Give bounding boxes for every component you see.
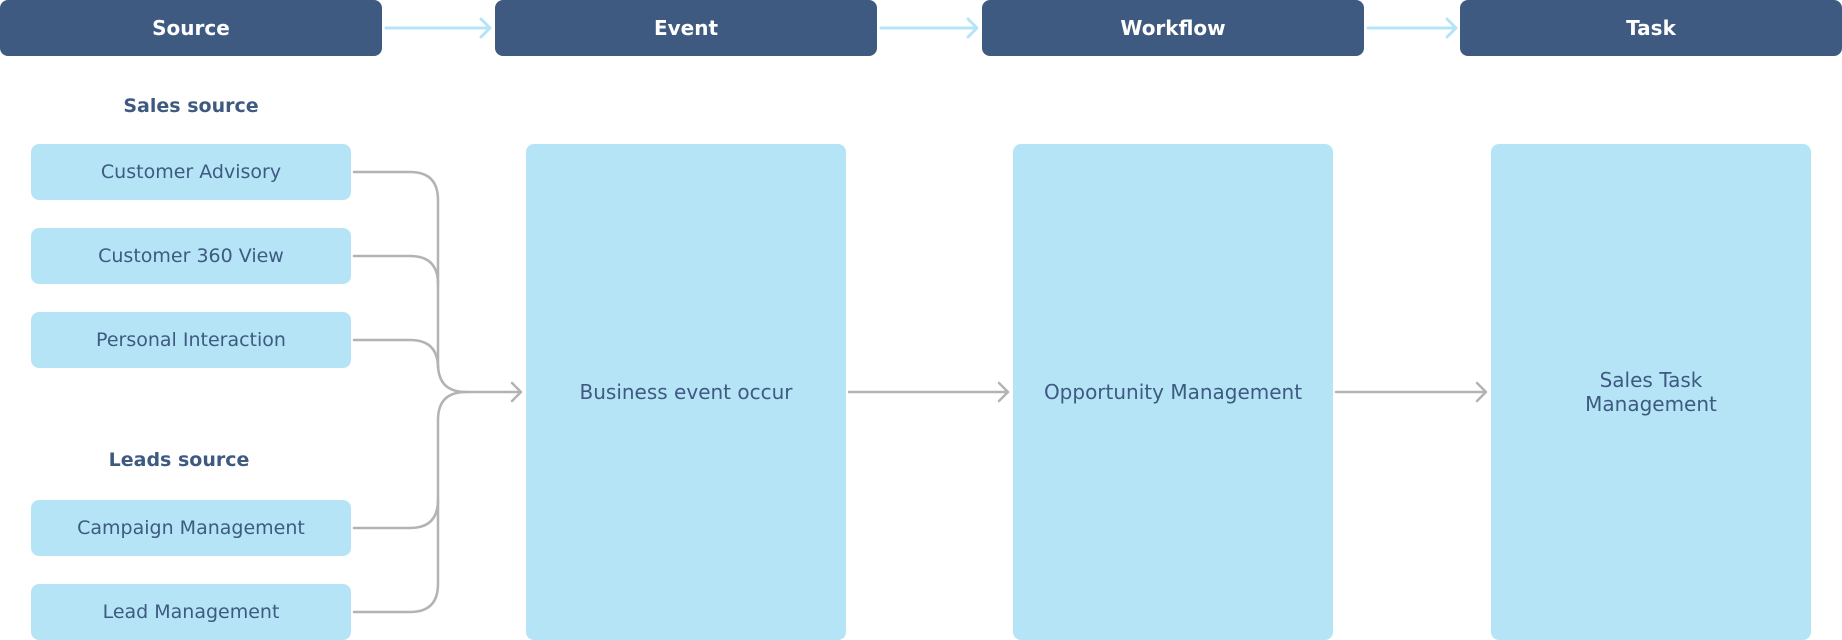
header-event: Event xyxy=(495,0,877,56)
arrow-event-workflow xyxy=(847,381,1010,403)
header-arrow-source-event xyxy=(384,17,492,39)
source-customer-advisory: Customer Advisory xyxy=(31,144,351,200)
flow-arrows xyxy=(847,381,1488,403)
connector-lead-management xyxy=(352,390,468,614)
header-arrows xyxy=(384,17,1458,39)
workflow-box: Opportunity Management xyxy=(1013,144,1333,640)
arrow-workflow-task xyxy=(1334,381,1488,403)
task-label-line1: Sales Task xyxy=(1599,368,1703,392)
event-box: Business event occur xyxy=(526,144,846,640)
task-label: Sales Task Management xyxy=(1585,368,1717,416)
source-lead-management: Lead Management xyxy=(31,584,351,640)
sales-source-label: Sales source xyxy=(123,95,259,117)
connector-customer-advisory xyxy=(352,170,468,394)
header-workflow: Workflow xyxy=(982,0,1364,56)
event-label: Business event occur xyxy=(579,380,793,404)
source-customer-360-view: Customer 360 View xyxy=(31,228,351,284)
header-arrow-workflow-task xyxy=(1366,17,1458,39)
task-box: Sales Task Management xyxy=(1491,144,1811,640)
workflow-label: Opportunity Management xyxy=(1043,380,1303,404)
header-arrow-event-workflow xyxy=(879,17,979,39)
source-connectors xyxy=(352,170,523,614)
connector-customer-360-view xyxy=(352,254,440,286)
connector-personal-interaction xyxy=(352,338,440,370)
source-campaign-management: Campaign Management xyxy=(31,500,351,556)
source-personal-interaction: Personal Interaction xyxy=(31,312,351,368)
header-task: Task xyxy=(1460,0,1842,56)
connector-campaign-management xyxy=(352,498,440,530)
header-source: Source xyxy=(0,0,382,56)
leads-source-label: Leads source xyxy=(108,449,250,471)
connector-merge-arrow xyxy=(464,381,523,403)
task-label-line2: Management xyxy=(1585,392,1717,416)
